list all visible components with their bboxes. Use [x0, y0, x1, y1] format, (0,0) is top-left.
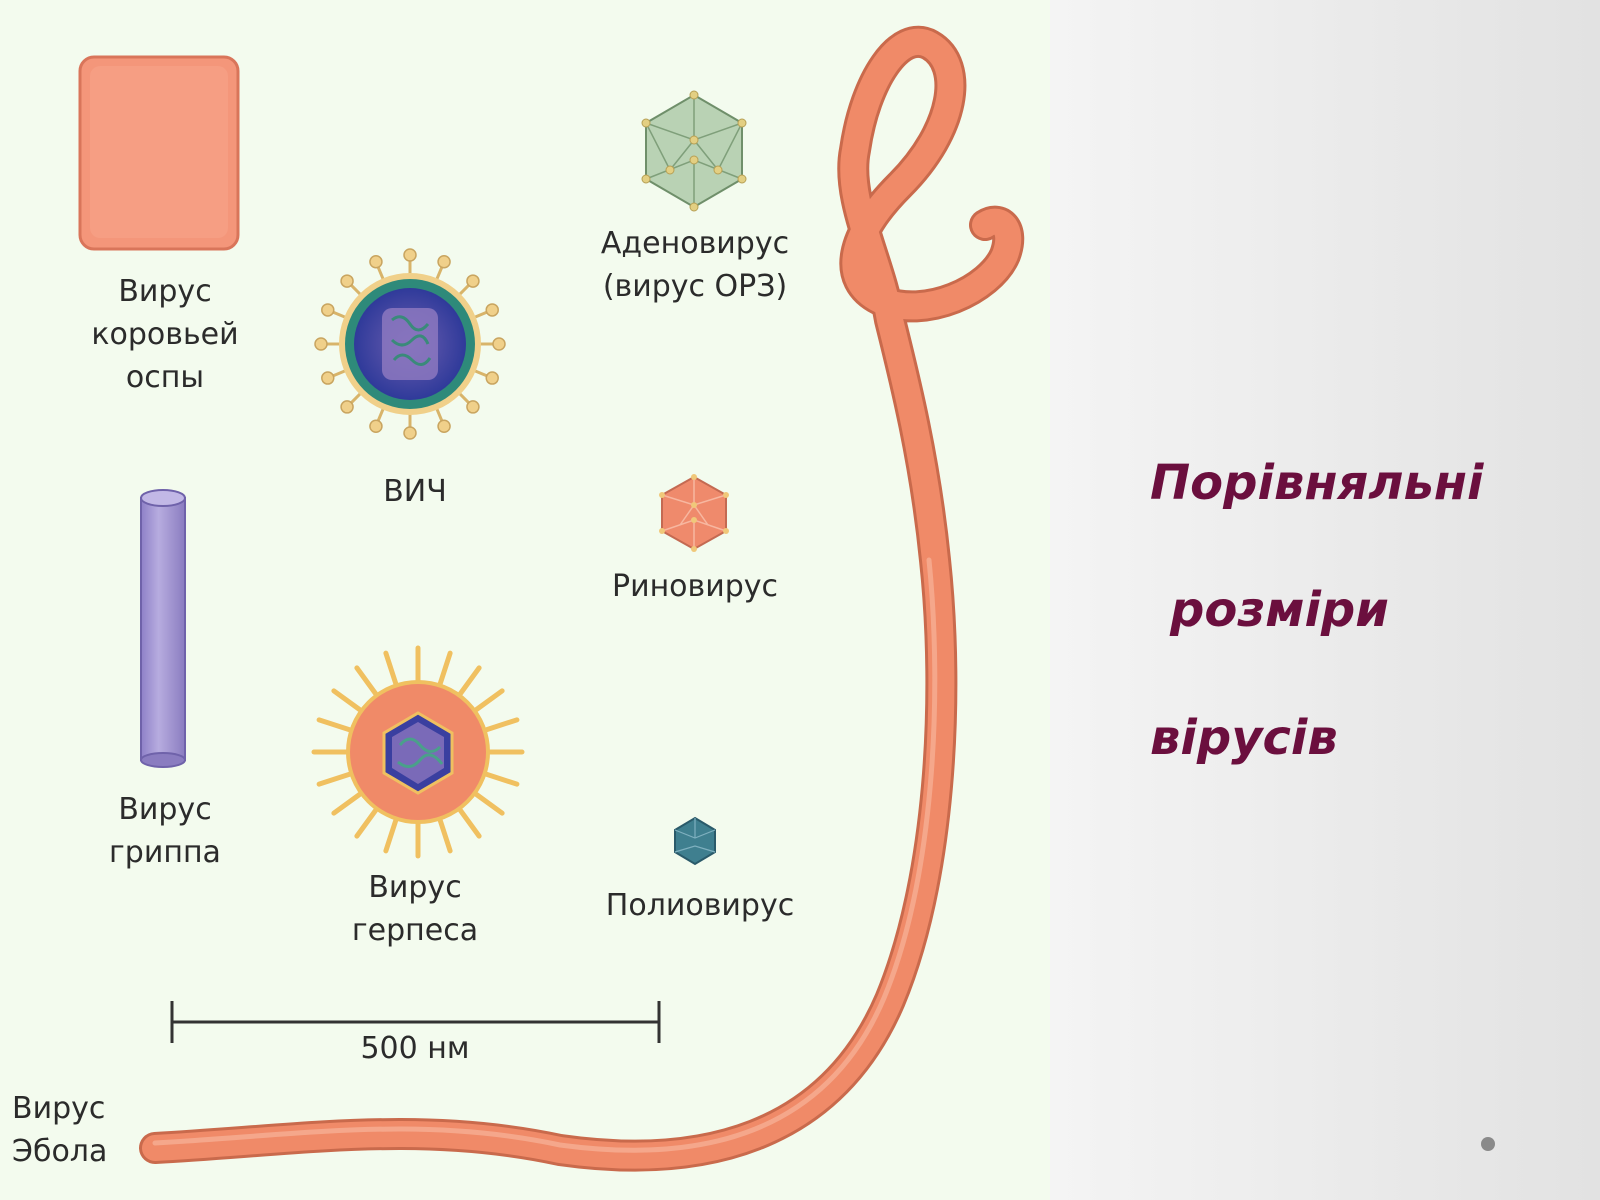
influenza-label: Вирус гриппа [90, 788, 240, 874]
vaccinia-label-line-1: Вирус [118, 274, 212, 309]
herpes-label-line-1: Вирус [368, 870, 462, 905]
scale-bar [170, 1001, 661, 1043]
vaccinia-label-line-2: коровьей [91, 317, 239, 352]
herpes-label-line-2: герпеса [351, 913, 479, 948]
virus-diagram [78, 25, 1025, 1172]
influenza-label-line-1: Вирус [118, 792, 212, 827]
vaccinia-label: Вирус коровьей оспы [70, 270, 260, 399]
poliovirus-shape [674, 816, 716, 866]
vaccinia-virus-shape [78, 55, 240, 251]
rhinovirus-label-line-1: Риновирус [611, 569, 779, 604]
vaccinia-label-line-3: оспы [125, 360, 205, 395]
ebola-label-line-1: Вирус [12, 1091, 106, 1126]
adenovirus-label-line-2: (вирус ОРЗ) [602, 269, 788, 304]
ebola-virus-shape [139, 25, 1025, 1172]
poliovirus-label: Полиовирус [580, 884, 820, 927]
title-line-2: розміри [1170, 582, 1389, 638]
hiv-label-line-1: ВИЧ [383, 474, 447, 509]
rhinovirus-label: Риновирус [590, 565, 800, 608]
adenovirus-shape [641, 90, 747, 212]
title-line-3: вірусів [1150, 710, 1338, 766]
scale-bar-label-text: 500 нм [360, 1031, 470, 1066]
ebola-label: Вирус Эбола [12, 1087, 132, 1173]
hiv-virus-shape [314, 248, 506, 440]
adenovirus-label-line-1: Аденовирус [600, 226, 790, 261]
scale-bar-label: 500 нм [330, 1027, 500, 1070]
herpes-virus-shape [311, 645, 525, 859]
adenovirus-label: Аденовирус (вирус ОРЗ) [580, 222, 810, 308]
rhinovirus-shape [659, 474, 729, 552]
slide-bullet-dot [1481, 1137, 1495, 1151]
poliovirus-label-line-1: Полиовирус [605, 888, 795, 923]
virus-size-figure: Вирус коровьей оспы ВИЧ Аденовирус (виру… [0, 0, 1050, 1200]
hiv-label: ВИЧ [345, 470, 485, 513]
herpes-label: Вирус герпеса [330, 866, 500, 952]
ebola-label-line-2: Эбола [12, 1134, 108, 1169]
title-line-1: Порівняльні [1150, 455, 1484, 511]
influenza-virus-shape [140, 489, 186, 768]
influenza-label-line-2: гриппа [109, 835, 221, 870]
